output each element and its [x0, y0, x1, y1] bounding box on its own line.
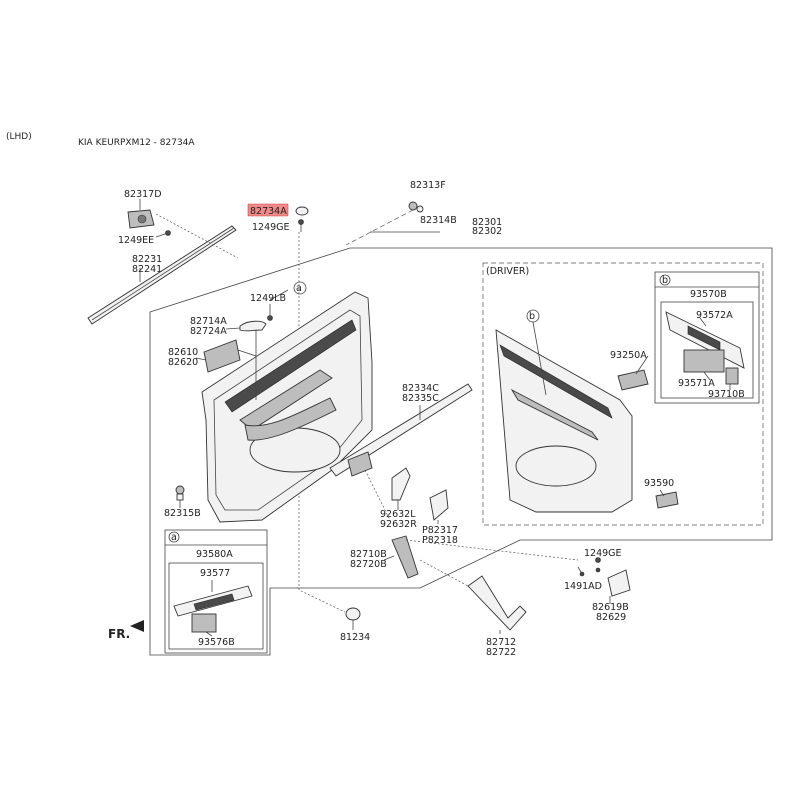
clip-82315B: [175, 485, 185, 495]
label-82610: 82610: [168, 347, 198, 358]
label-P82318: P82318: [422, 535, 458, 546]
switch-module-93571A: [683, 349, 725, 373]
driver-label: (DRIVER): [486, 266, 529, 277]
cap-82734A: [295, 206, 309, 216]
front-arrow-icon: [130, 620, 144, 632]
label-82317D: 82317D: [124, 189, 162, 200]
driver-door-panel: [495, 329, 633, 513]
bracket-82710B: [391, 535, 419, 579]
label-82301: 82301: [472, 217, 502, 228]
label-82241: 82241: [132, 264, 162, 275]
model-title: KIA KEURPXM12 - 82734A: [78, 138, 195, 148]
callout-b-box: b: [662, 275, 668, 286]
driver-box: [482, 262, 764, 526]
label-81234: 81234: [340, 632, 370, 643]
handle-cover-82714A: [239, 320, 267, 332]
label-93570B: 93570B: [690, 289, 727, 300]
detail-box-a: [164, 529, 268, 654]
door-trim-panel: [201, 291, 373, 523]
label-82302: 82302: [472, 226, 502, 237]
label-1491AD: 1491AD: [564, 581, 602, 592]
label-93590: 93590: [644, 478, 674, 489]
label-82714A: 82714A: [190, 316, 227, 327]
label-82724A: 82724A: [190, 326, 227, 337]
label-82335C: 82335C: [402, 393, 439, 404]
label-82710B: 82710B: [350, 549, 387, 560]
label-82334C: 82334C: [402, 383, 439, 394]
label-93577: 93577: [200, 568, 230, 579]
label-82619B: 82619B: [592, 602, 629, 613]
label-93710B: 93710B: [708, 389, 745, 400]
lamp-92632L: [391, 467, 411, 501]
switch-93590: [655, 491, 679, 509]
label-1249EE: 1249EE: [118, 235, 154, 246]
label-82315B: 82315B: [164, 508, 201, 519]
switch-93710B: [725, 367, 739, 385]
label-93572A: 93572A: [696, 310, 733, 321]
label-82720B: 82720B: [350, 559, 387, 570]
switch-93250A: [617, 369, 649, 391]
label-82313F: 82313F: [410, 180, 446, 191]
inside-handle-82610: [203, 339, 241, 373]
label-1249LB: 1249LB: [250, 293, 286, 304]
label-82314B: 82314B: [420, 215, 457, 226]
label-82231: 82231: [132, 254, 162, 265]
switch-93576B: [191, 613, 217, 633]
highlight-82734A: [247, 203, 289, 217]
pull-handle-82712: [467, 575, 527, 631]
direction-label: FR.: [108, 627, 130, 641]
label-82712: 82712: [486, 637, 516, 648]
label-82734A: 82734A: [250, 206, 287, 217]
label-92632R: 92632R: [380, 519, 417, 530]
label-82722: 82722: [486, 647, 516, 658]
label-1249GE-bottom: 1249GE: [584, 548, 622, 559]
plug-81234: [345, 607, 361, 621]
label-93571A: 93571A: [678, 378, 715, 389]
part-P82317: [429, 489, 449, 521]
callout-b-main: b: [529, 311, 535, 322]
callout-a-box: a: [171, 532, 177, 543]
callout-a-main: a: [296, 283, 302, 294]
assembly-frame: [149, 247, 773, 656]
label-1249GE-top: 1249GE: [252, 222, 290, 233]
variant-label: (LHD): [6, 132, 32, 142]
label-82629: 82629: [596, 612, 626, 623]
label-82620: 82620: [168, 357, 198, 368]
label-93576B: 93576B: [198, 637, 235, 648]
label-92632L: 92632L: [380, 509, 416, 520]
label-P82317: P82317: [422, 525, 458, 536]
switch-cover-82619B: [607, 569, 631, 597]
label-93580A: 93580A: [196, 549, 233, 560]
detail-box-b: [654, 271, 760, 404]
label-93250A: 93250A: [610, 350, 647, 361]
clip-82313F: [408, 201, 418, 211]
